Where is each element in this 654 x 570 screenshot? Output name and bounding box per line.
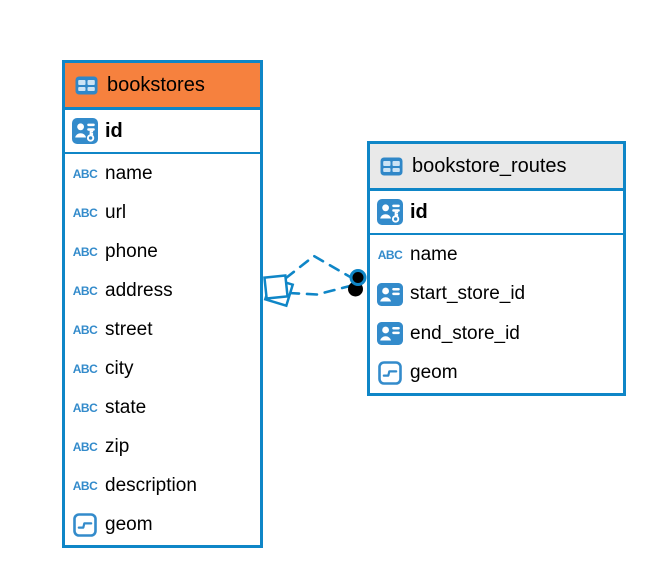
field-name: zip (105, 436, 130, 458)
field-name: address (105, 279, 173, 301)
field-name: start_store_id (410, 283, 526, 305)
text-type-icon: ABC (72, 362, 98, 377)
field-row-pk[interactable]: id (370, 191, 623, 235)
table-grid-icon (378, 157, 404, 176)
field-name: url (105, 201, 127, 223)
person-badge-icon (377, 282, 403, 306)
text-type-icon: ABC (72, 205, 98, 220)
field-row[interactable]: ABC street (65, 310, 260, 349)
field-name: phone (105, 240, 158, 262)
table-grid-icon (73, 76, 99, 95)
field-name: geom (410, 362, 458, 384)
field-row[interactable]: ABC url (65, 193, 260, 232)
table-header-bookstore-routes[interactable]: bookstore_routes (370, 144, 623, 191)
entity-table-bookstore-routes[interactable]: bookstore_routes id ABC name (367, 141, 626, 396)
field-row[interactable]: ABC address (65, 271, 260, 310)
text-type-icon: ABC (72, 479, 98, 494)
field-name: city (105, 358, 134, 380)
text-type-icon: ABC (377, 247, 403, 262)
person-badge-icon (377, 322, 403, 346)
field-row[interactable]: ABC zip (65, 428, 260, 467)
field-name: id (105, 119, 123, 142)
geometry-shape-icon (377, 361, 403, 386)
relationship-line (287, 284, 352, 296)
entity-table-bookstores[interactable]: bookstores id ABC name ABC ur (62, 60, 263, 548)
text-type-icon: ABC (72, 244, 98, 259)
geometry-shape-icon (72, 513, 98, 538)
table-title: bookstores (107, 73, 205, 96)
field-row[interactable]: geom (65, 506, 260, 545)
field-row[interactable]: ABC description (65, 467, 260, 506)
text-type-icon: ABC (72, 440, 98, 455)
text-type-icon: ABC (72, 166, 98, 181)
field-row-pk[interactable]: id (65, 110, 260, 154)
person-key-icon (72, 118, 98, 144)
field-name: name (105, 162, 153, 184)
person-key-icon (377, 199, 403, 225)
relationship-line (284, 254, 354, 280)
field-name: state (105, 397, 147, 419)
table-title: bookstore_routes (412, 154, 567, 177)
field-row[interactable]: ABC name (370, 235, 623, 275)
one-end-dots-marker (348, 269, 367, 297)
field-name: street (105, 318, 153, 340)
field-row[interactable]: start_store_id (370, 275, 623, 315)
field-row[interactable]: ABC name (65, 154, 260, 193)
field-row[interactable]: ABC state (65, 389, 260, 428)
text-type-icon: ABC (72, 283, 98, 298)
field-name: name (410, 243, 458, 265)
field-name: geom (105, 514, 153, 536)
field-name: end_store_id (410, 322, 520, 344)
field-row[interactable]: ABC phone (65, 232, 260, 271)
field-name: description (105, 475, 197, 497)
many-end-squares-marker (263, 274, 295, 308)
field-row[interactable]: geom (370, 354, 623, 394)
text-type-icon: ABC (72, 322, 98, 337)
field-name: id (410, 200, 428, 223)
field-row[interactable]: ABC city (65, 349, 260, 388)
table-header-bookstores[interactable]: bookstores (65, 63, 260, 110)
field-row[interactable]: end_store_id (370, 314, 623, 354)
text-type-icon: ABC (72, 401, 98, 416)
